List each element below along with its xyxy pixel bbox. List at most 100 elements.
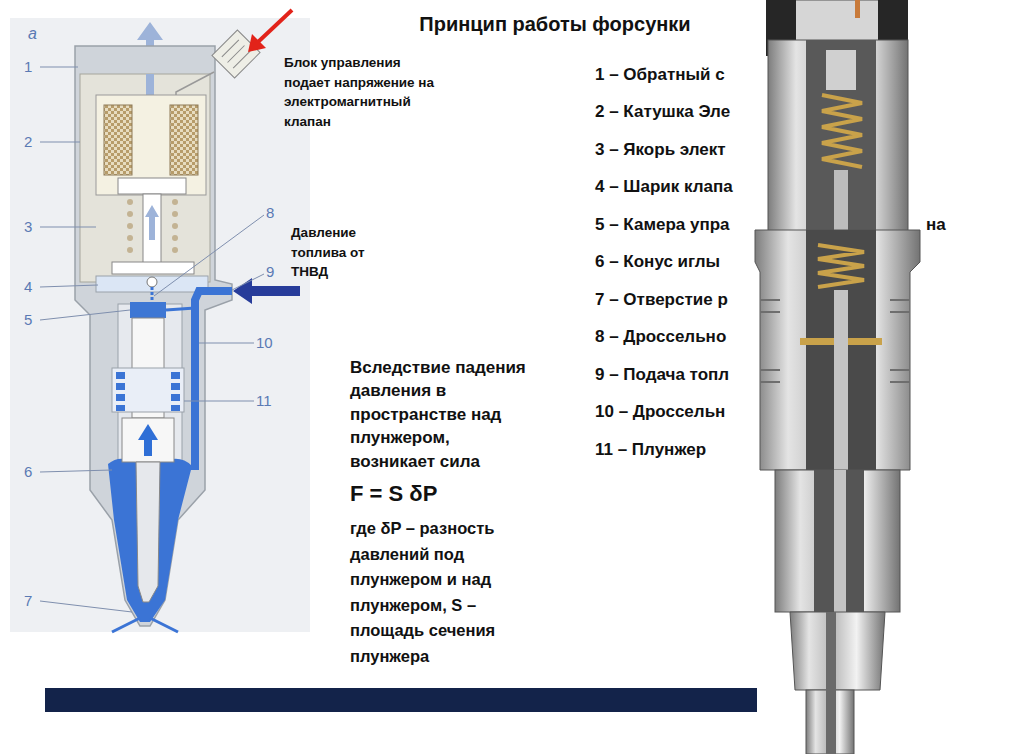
- spring-coil: [127, 211, 133, 217]
- spring-coil: [171, 394, 180, 401]
- leader-line: [199, 343, 254, 344]
- terminal-pin: [855, 0, 860, 18]
- part-list-item: 2 – Катушка Эле: [595, 101, 730, 122]
- part-list-item: 10 – Дроссельн: [595, 401, 725, 422]
- cut-interior: [806, 230, 876, 470]
- nozzle-holder: [775, 470, 900, 612]
- lift-arrow: [138, 424, 158, 456]
- leader-line: [184, 401, 254, 402]
- coil-space: [96, 95, 206, 195]
- thread-line: [890, 299, 910, 301]
- figure-letter: a: [28, 24, 37, 44]
- thread-line: [760, 381, 780, 383]
- armature: [826, 50, 856, 90]
- thread-line: [760, 311, 780, 313]
- spring-coil: [171, 405, 180, 411]
- needle-piston: [122, 418, 174, 462]
- spring-coil: [172, 199, 178, 205]
- leader-line: [40, 285, 98, 287]
- needle-photo: [834, 470, 846, 612]
- signal-arrowhead: [248, 34, 266, 52]
- spring-coil: [172, 235, 178, 241]
- explanation: где δP – разность давлений под плунжером…: [350, 516, 550, 669]
- annotation: Давление топлива от ТНВД: [291, 223, 381, 282]
- callout-number: 9: [266, 263, 274, 282]
- leader-line: [232, 274, 264, 290]
- thread-line: [760, 299, 780, 301]
- spray-jet: [112, 618, 140, 632]
- outlet-throttle: [151, 287, 154, 302]
- callout-number: 10: [256, 334, 273, 353]
- armature-stem: [143, 194, 161, 264]
- formula: F = S δP: [350, 480, 437, 508]
- callout-number: 4: [24, 278, 32, 297]
- nozzle-bore: [826, 612, 836, 754]
- leader-line: [40, 142, 80, 143]
- callout-number: 2: [24, 133, 32, 152]
- part-list-item: 11 – Плунжер: [595, 439, 706, 460]
- part-list-item: 4 – Шарик клапа: [595, 176, 733, 197]
- spring-coil: [172, 211, 178, 217]
- armature-spring: [127, 199, 178, 253]
- injector-body: [75, 46, 232, 626]
- nozzle-fuel: [108, 459, 192, 622]
- needle-spring-space: [112, 368, 184, 412]
- annotation: Блок управления подает напряжение на эле…: [284, 53, 439, 131]
- panel-background: [10, 18, 310, 632]
- title: Принцип работы форсунки: [380, 12, 730, 37]
- injector-cutaway: [755, 0, 920, 754]
- spring-coil: [127, 223, 133, 229]
- thread-line: [890, 369, 910, 371]
- spring-coil: [116, 394, 125, 401]
- signal-arrow: [258, 10, 292, 42]
- valve-ball: [147, 277, 157, 287]
- part-list-item: 5 – Камера упра: [595, 214, 730, 235]
- callout-number: 3: [24, 218, 32, 237]
- callout-number: 5: [24, 311, 32, 330]
- part-list-item: на: [926, 214, 946, 235]
- spring-coil: [116, 405, 125, 411]
- injector-body-photo: [755, 230, 920, 470]
- cut-interior: [806, 40, 876, 232]
- callout-number: 7: [24, 592, 32, 611]
- armature-plate: [112, 262, 194, 274]
- coil-winding: [104, 105, 132, 175]
- part-list-item: 6 – Конус иглы: [595, 251, 720, 272]
- spring-coil: [127, 235, 133, 241]
- part-list-item: 7 – Отверстие р: [595, 289, 728, 310]
- valve-spring: [822, 95, 862, 167]
- spring-coil: [127, 199, 133, 205]
- callout-number: 6: [24, 463, 32, 482]
- return-channel: [146, 74, 154, 95]
- callout-number: 11: [256, 392, 272, 411]
- leader-line: [40, 601, 132, 612]
- spring-coil: [116, 383, 125, 390]
- connector-pin: [233, 51, 250, 68]
- spring-coil: [172, 223, 178, 229]
- leader-lines: [40, 67, 264, 612]
- control-chamber: [130, 302, 166, 318]
- cut-interior: [814, 470, 864, 612]
- part-list-item: 9 – Подача топл: [595, 364, 729, 385]
- leader-line: [40, 470, 112, 472]
- footer-band: [45, 688, 757, 712]
- spring-coil: [127, 247, 133, 253]
- leader-line: [40, 227, 96, 228]
- thread-line: [760, 369, 780, 371]
- callout-number: 1: [24, 58, 32, 77]
- spring-coil: [116, 372, 125, 379]
- valve-housing: [80, 74, 210, 282]
- leader-line: [40, 310, 130, 320]
- leader-line: [40, 67, 78, 68]
- explanation: Вследствие падения давления в пространст…: [350, 356, 538, 473]
- fuel-channel: [195, 291, 232, 470]
- armature-head: [118, 178, 186, 194]
- part-list-item: 3 – Якорь элект: [595, 139, 726, 160]
- needle-spring: [116, 372, 180, 411]
- part-list-item: 8 – Дроссельно: [595, 326, 726, 347]
- inlet-arrow: [233, 278, 300, 304]
- spring-coil: [172, 247, 178, 253]
- nozzle-needle: [136, 462, 160, 602]
- thread: [760, 300, 910, 382]
